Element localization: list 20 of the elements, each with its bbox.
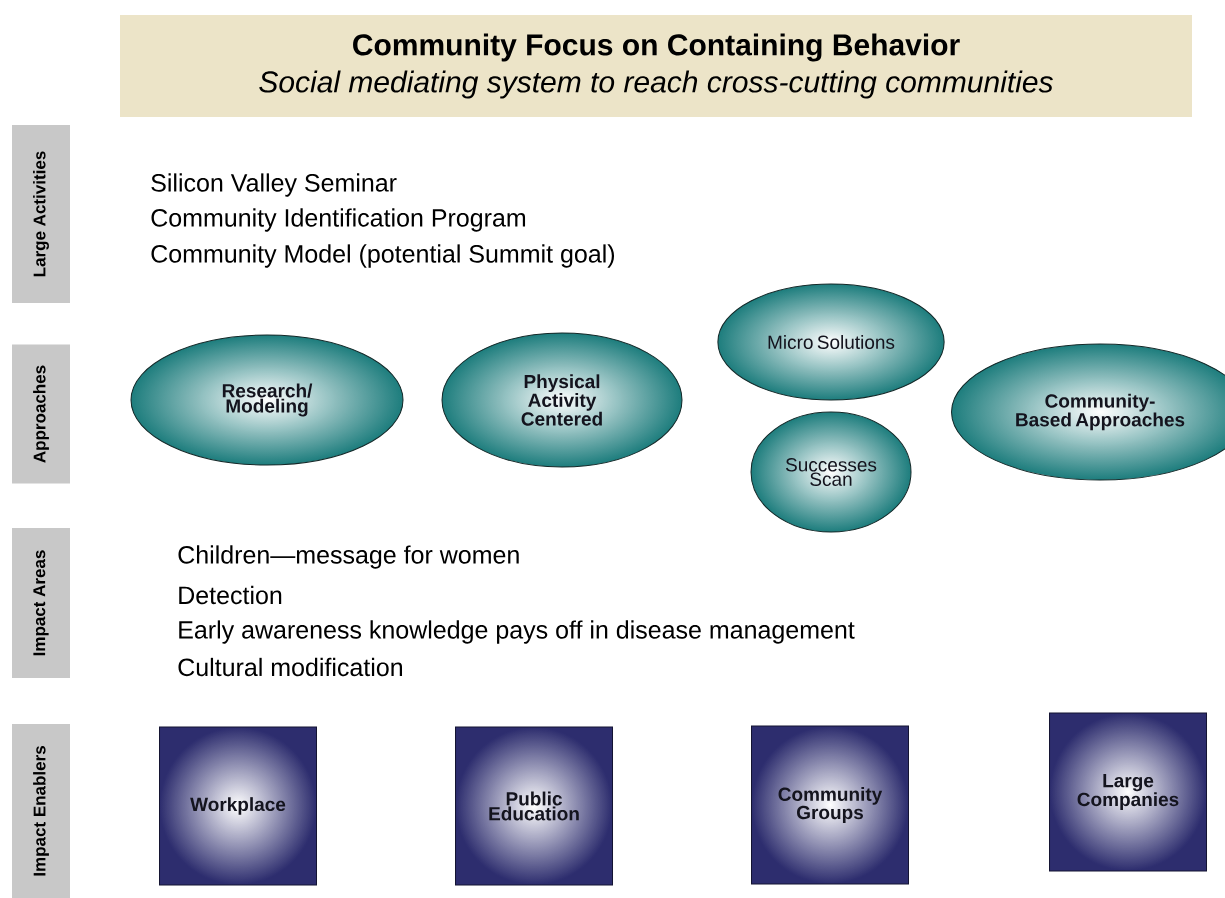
row-heading-bar: Impact Enablers — [12, 724, 70, 898]
list-item: Children—message for women — [178, 545, 519, 569]
approach-oval: Physical Activity Centered — [441, 332, 683, 468]
approach-oval: Successes Scan — [750, 411, 912, 533]
title-banner: Community Focus on Containing Behavior Social mediating system to reach cross-cutting communities — [120, 15, 1192, 117]
list-item: Cultural modification — [178, 657, 402, 677]
list-item: Community Identification Program — [151, 208, 526, 232]
row-heading-bar: Approaches — [12, 344, 70, 484]
enabler-box: Community Groups — [751, 725, 909, 885]
enabler-box: Workplace — [159, 726, 317, 886]
row-heading-bar: Impact Areas — [12, 528, 70, 678]
row-heading-bar: Large Activities — [12, 125, 70, 303]
list-item: Detection — [179, 585, 282, 605]
approach-oval: Research/ Modeling — [130, 334, 404, 466]
list-item: Early awareness knowledge pays off in disease management — [179, 620, 855, 644]
list-item: Silicon Valley Seminar — [151, 173, 397, 197]
enabler-box: Public Education — [455, 726, 613, 886]
enabler-box: Large Companies — [1049, 712, 1207, 872]
list-item: Community Model (potential Summit goal) — [151, 244, 615, 268]
approach-oval: Micro Solutions — [717, 283, 945, 401]
